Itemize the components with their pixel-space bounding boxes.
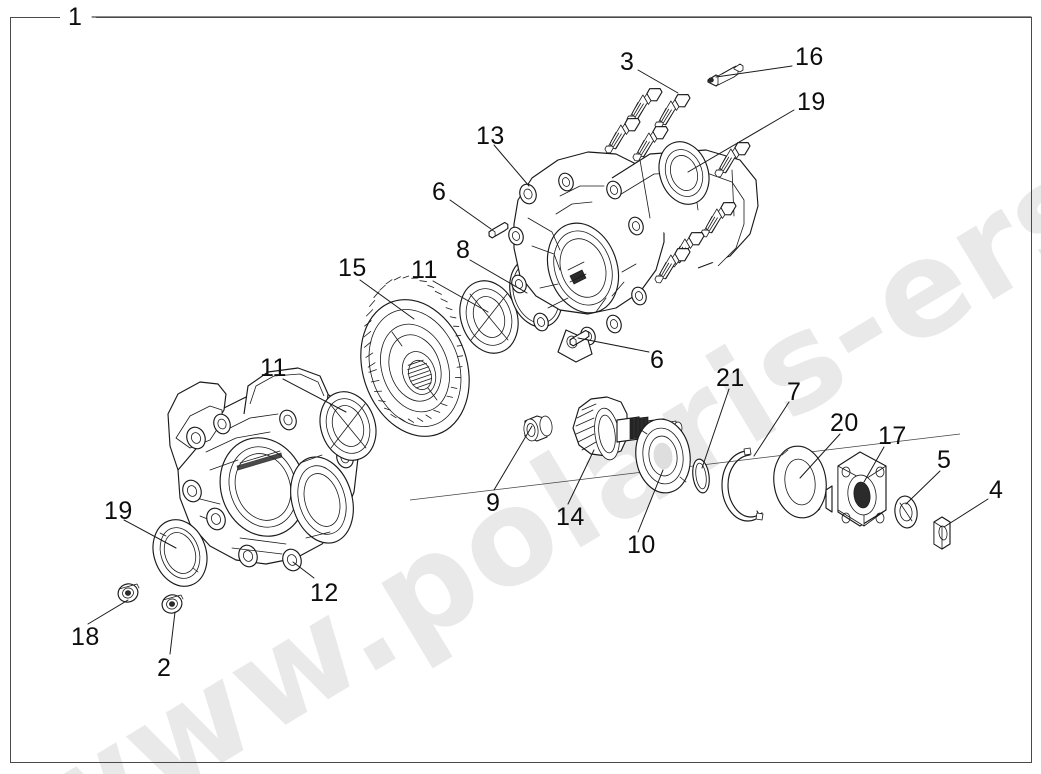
polaris-brand-mark — [236, 450, 283, 471]
part-breather-vent — [707, 63, 744, 87]
part-ring-gear-assembly — [360, 275, 470, 437]
callout-14: 14 — [556, 503, 585, 531]
callout-16: 16 — [795, 43, 824, 71]
callout-10: 10 — [627, 531, 656, 559]
callout-8: 8 — [456, 236, 471, 264]
part-gearcase-cover — [508, 149, 759, 363]
callout-18: 18 — [71, 623, 100, 651]
callout-7: 7 — [787, 378, 802, 406]
callout-2: 2 — [157, 654, 172, 682]
part-fill-plug — [117, 583, 140, 603]
callout-6-lower: 6 — [650, 346, 665, 374]
cover-detent-detail — [567, 261, 587, 285]
part-pinion-nut — [933, 516, 951, 550]
callout-5: 5 — [937, 446, 952, 474]
frame-top-right-segment — [96, 17, 1032, 18]
part-bearing-carrier-flange — [825, 451, 887, 527]
frame-right-edge — [1031, 17, 1032, 763]
callout-9: 9 — [486, 489, 501, 517]
part-gearcase-housing — [167, 367, 359, 572]
part-drain-plug — [161, 594, 184, 614]
callout-17: 17 — [878, 422, 907, 450]
part-oil-seal-left — [152, 519, 208, 587]
frame-bottom-edge — [10, 762, 1032, 763]
part-bearing-cover-side — [459, 280, 519, 354]
part-bearing-left — [319, 391, 377, 461]
part-oil-seal-upper — [658, 141, 710, 205]
callout-3: 3 — [620, 48, 635, 76]
callout-12: 12 — [310, 579, 339, 607]
callout-15: 15 — [338, 254, 367, 282]
cover-bolt-holes — [508, 172, 647, 346]
frame-left-edge — [10, 17, 11, 763]
callout-6-upper: 6 — [432, 178, 447, 206]
part-o-ring-small — [692, 458, 710, 494]
callout-19-upper: 19 — [797, 88, 826, 116]
part-flat-washer — [894, 495, 918, 529]
part-dowel-pin-upper — [488, 221, 509, 239]
frame-top-left-segment — [10, 17, 60, 18]
leader-lines — [87, 16, 1032, 655]
part-pinion-spacer — [523, 415, 553, 442]
callout-13: 13 — [476, 122, 505, 150]
part-snap-ring — [721, 447, 764, 522]
callout-11-upper: 11 — [411, 256, 438, 284]
part-ball-bearing — [635, 418, 691, 494]
callout-4: 4 — [989, 476, 1004, 504]
callout-19-lower: 19 — [104, 497, 133, 525]
callout-1: 1 — [68, 3, 83, 31]
callout-11-lower: 11 — [260, 354, 287, 382]
callout-21: 21 — [716, 364, 745, 392]
callout-20: 20 — [830, 409, 859, 437]
